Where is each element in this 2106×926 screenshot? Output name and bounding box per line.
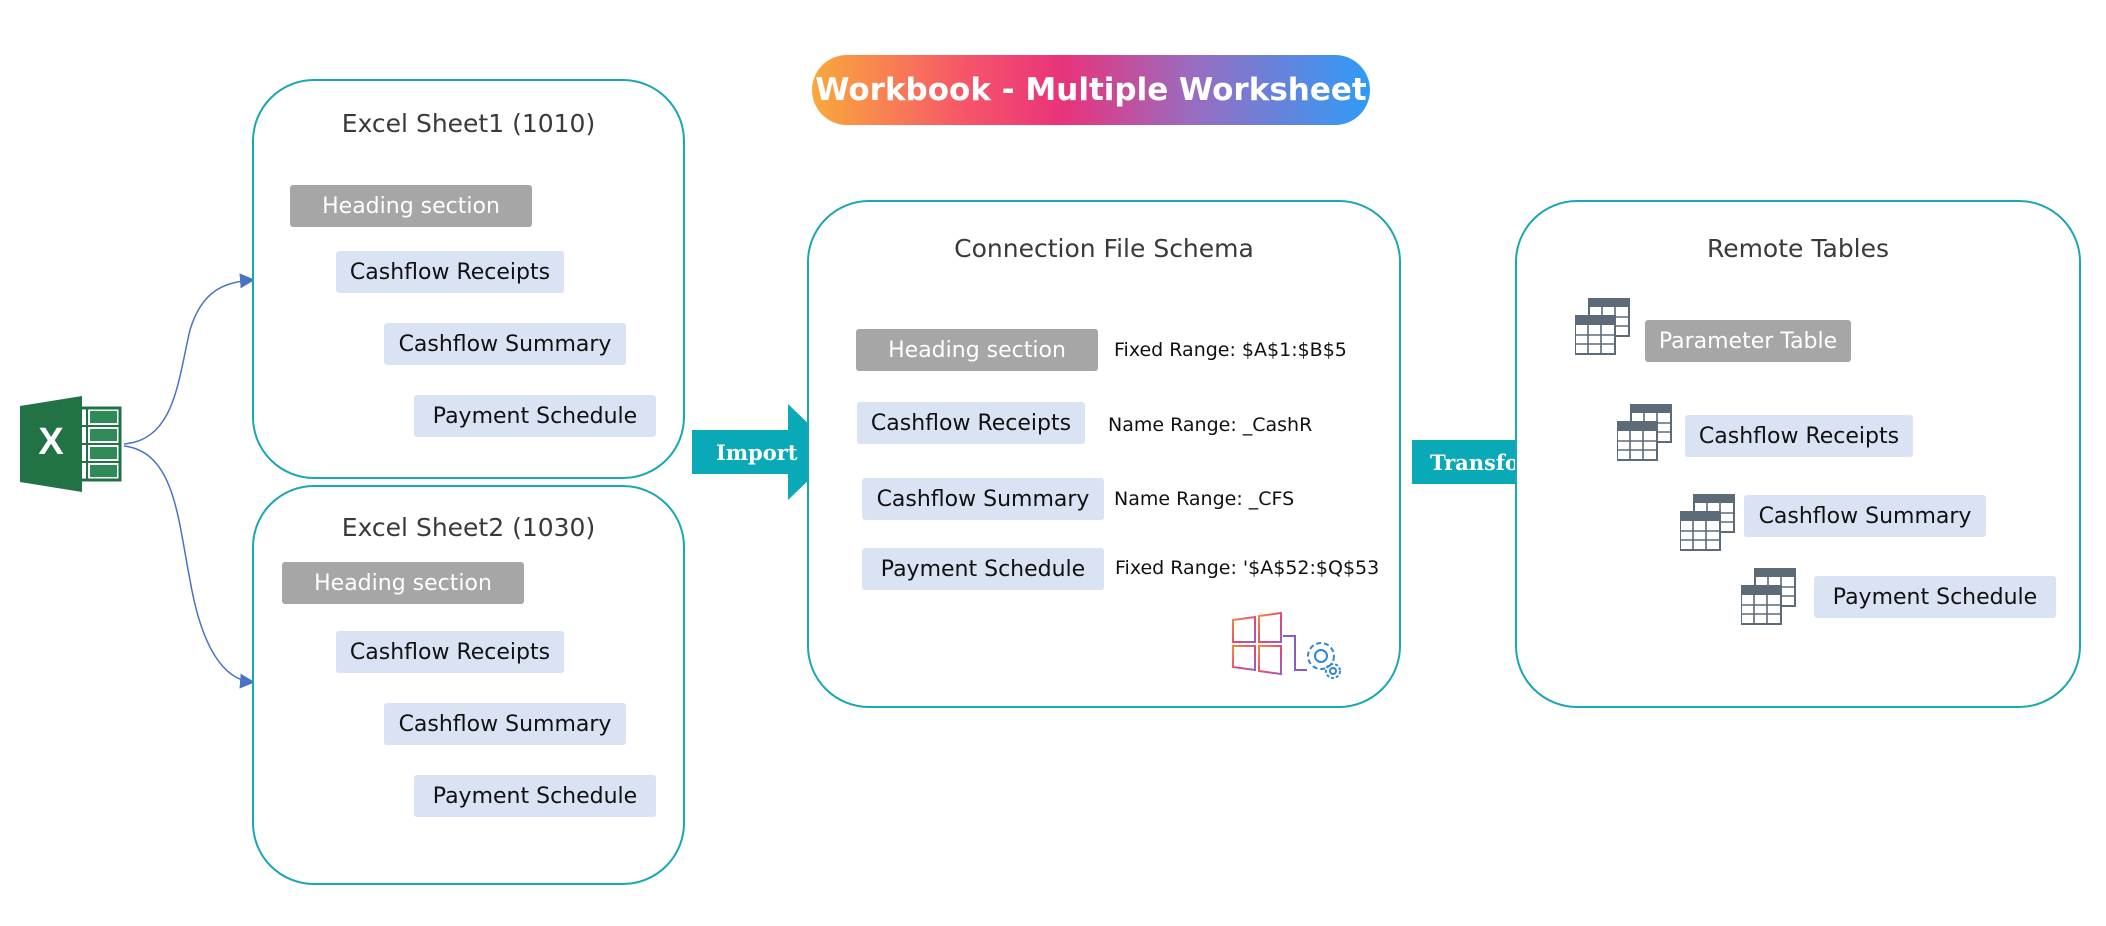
svg-text:X: X — [38, 421, 64, 463]
schema-receipts-range: Name Range: _CashR — [1108, 414, 1313, 436]
schema-heading-range: Fixed Range: $A$1:$B$5 — [1114, 339, 1347, 361]
schema-payment-range: Fixed Range: '$A$52:$Q$53 — [1115, 557, 1380, 579]
schema-cashflow-receipts: Cashflow Receipts — [857, 402, 1085, 444]
table-stack-icon — [1741, 568, 1797, 626]
schema-payment-schedule: Payment Schedule — [862, 548, 1104, 590]
table-stack-icon — [1617, 404, 1673, 462]
remote-tables-title: Remote Tables — [1706, 234, 1890, 263]
excel-sheet1-panel: Excel Sheet1 (1010) Heading section Cash… — [252, 79, 685, 479]
sheet1-cashflow-summary: Cashflow Summary — [384, 323, 626, 365]
remote-payment-schedule: Payment Schedule — [1814, 576, 2056, 618]
connection-schema-panel: Connection File Schema Heading section F… — [807, 200, 1401, 708]
remote-cashflow-summary: Cashflow Summary — [1744, 495, 1986, 537]
schema-heading-section: Heading section — [856, 329, 1098, 371]
schema-cashflow-summary: Cashflow Summary — [862, 478, 1104, 520]
sheet2-payment-schedule: Payment Schedule — [414, 775, 656, 817]
windows-gear-icon — [1229, 612, 1344, 682]
sheet1-heading-section: Heading section — [290, 185, 532, 227]
table-stack-icon — [1575, 298, 1631, 356]
excel-sheet2-panel: Excel Sheet2 (1030) Heading section Cash… — [252, 485, 685, 885]
remote-cashflow-receipts: Cashflow Receipts — [1685, 415, 1913, 457]
table-stack-icon — [1680, 494, 1736, 552]
excel-icon: X — [20, 396, 124, 492]
excel-sheet2-title: Excel Sheet2 (1030) — [341, 513, 596, 542]
remote-parameter-table: Parameter Table — [1645, 320, 1851, 362]
import-arrow — [692, 404, 838, 500]
schema-summary-range: Name Range: _CFS — [1114, 488, 1295, 510]
sheet2-cashflow-summary: Cashflow Summary — [384, 703, 626, 745]
diagram-title: Workbook - Multiple Worksheet — [812, 55, 1370, 125]
sheet1-cashflow-receipts: Cashflow Receipts — [336, 251, 564, 293]
sheet1-payment-schedule: Payment Schedule — [414, 395, 656, 437]
excel-sheet1-title: Excel Sheet1 (1010) — [341, 109, 596, 138]
remote-tables-panel: Remote Tables Parameter Table Cashflow R… — [1515, 200, 2081, 708]
sheet2-heading-section: Heading section — [282, 562, 524, 604]
import-label: Import — [716, 440, 798, 465]
connection-schema-title: Connection File Schema — [954, 234, 1254, 263]
sheet2-cashflow-receipts: Cashflow Receipts — [336, 631, 564, 673]
